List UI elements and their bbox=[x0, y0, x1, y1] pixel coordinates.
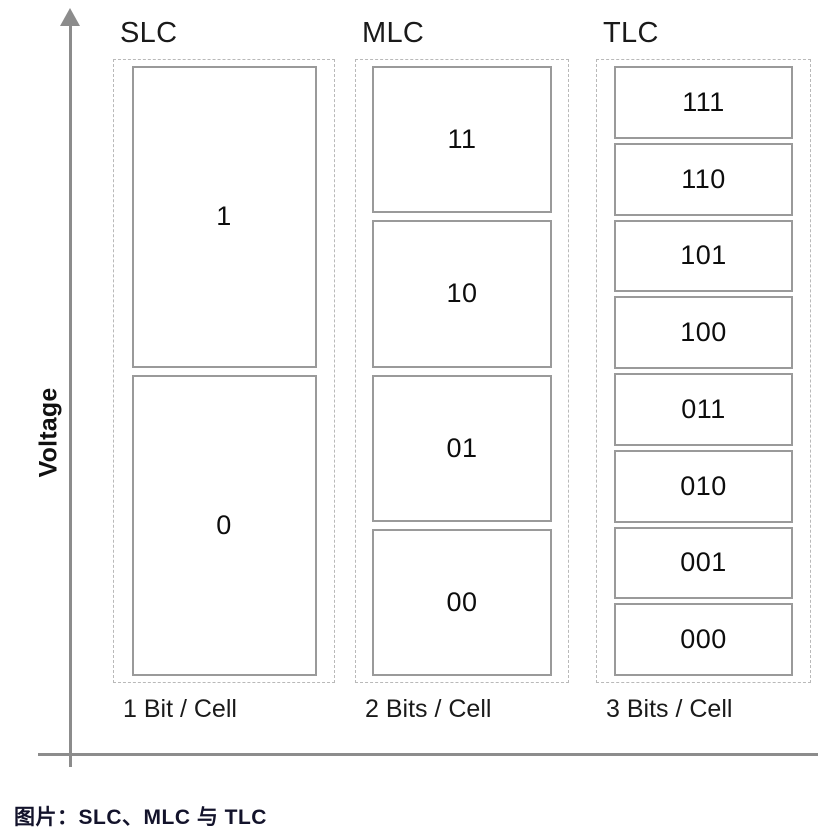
level-box: 011 bbox=[614, 373, 793, 446]
level-box: 11 bbox=[372, 66, 552, 214]
column-title-mlc: MLC bbox=[362, 17, 425, 49]
up-arrow-icon bbox=[60, 8, 80, 26]
level-box: 110 bbox=[614, 142, 793, 216]
level-box: 001 bbox=[614, 526, 793, 600]
level-box: 00 bbox=[372, 528, 552, 676]
level-box: 101 bbox=[614, 219, 793, 293]
y-axis-line bbox=[69, 22, 72, 767]
level-box: 100 bbox=[614, 296, 793, 369]
level-box: 000 bbox=[614, 603, 793, 676]
column-title-tlc: TLC bbox=[603, 17, 659, 49]
x-axis-line bbox=[38, 753, 818, 756]
column-title-slc: SLC bbox=[120, 17, 178, 49]
column-footer-tlc: 3 Bits / Cell bbox=[606, 695, 733, 723]
level-box: 1 bbox=[131, 66, 317, 368]
level-box: 0 bbox=[131, 374, 317, 676]
level-box: 01 bbox=[372, 374, 552, 522]
y-axis-label: Voltage bbox=[34, 387, 63, 478]
column-footer-mlc: 2 Bits / Cell bbox=[365, 695, 492, 723]
level-box: 10 bbox=[372, 220, 552, 368]
level-box: 010 bbox=[614, 449, 793, 523]
column-footer-slc: 1 Bit / Cell bbox=[123, 695, 237, 723]
level-box: 111 bbox=[614, 66, 793, 139]
figure-caption: 图片：SLC、MLC 与 TLC bbox=[14, 806, 267, 829]
